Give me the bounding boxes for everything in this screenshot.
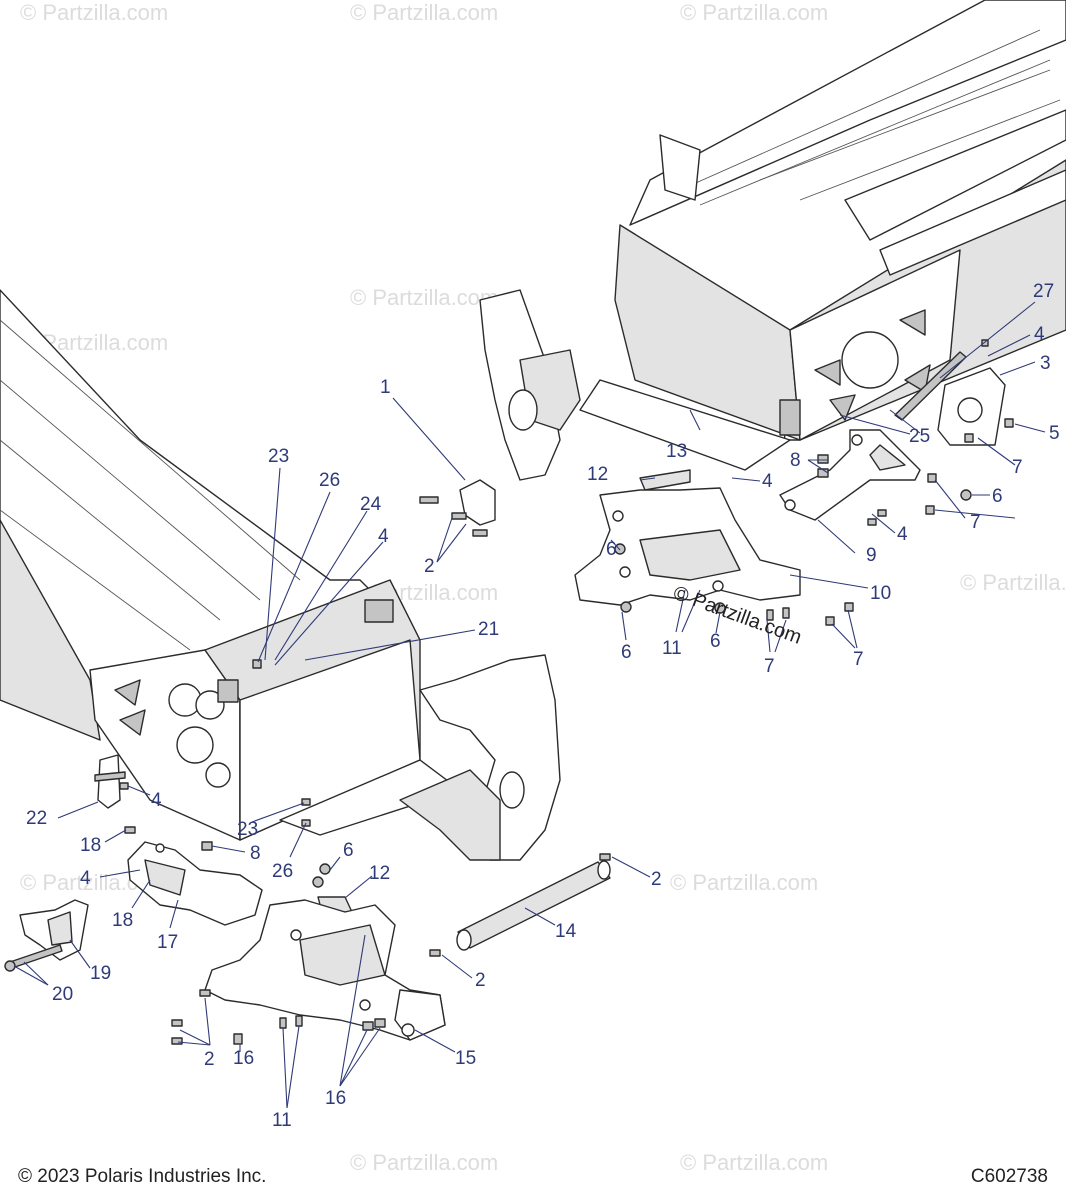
callout-22: 22 bbox=[26, 808, 47, 829]
part-bracket-17 bbox=[127, 841, 263, 926]
callout-7: 7 bbox=[853, 649, 864, 670]
callout-18: 18 bbox=[112, 910, 133, 931]
callout-16: 16 bbox=[233, 1048, 254, 1069]
callout-12: 12 bbox=[587, 464, 608, 485]
part-bracket-1 bbox=[419, 479, 496, 537]
part-bolt-20 bbox=[4, 944, 63, 972]
front-suspension-bracket-upper-left bbox=[479, 289, 581, 481]
leader-lines bbox=[13, 301, 1046, 1109]
callout-7: 7 bbox=[970, 512, 981, 533]
callout-25: 25 bbox=[909, 426, 930, 447]
watermark-text: © Partzilla.com bbox=[680, 0, 828, 25]
callout-7: 7 bbox=[764, 656, 775, 677]
part-bracket-22 bbox=[94, 754, 126, 809]
front-suspension-bracket-lower-right bbox=[399, 654, 561, 861]
watermark-text: © Partzilla.com bbox=[670, 870, 818, 895]
copyright-text: © 2023 Polaris Industries Inc. bbox=[18, 1166, 267, 1187]
callout-2: 2 bbox=[475, 970, 486, 991]
part-tube-14 bbox=[456, 860, 611, 951]
callout-11: 11 bbox=[272, 1110, 292, 1131]
callout-18: 18 bbox=[80, 835, 101, 856]
part-bulkhead-10 bbox=[574, 487, 801, 606]
fastener-group bbox=[119, 339, 1014, 1045]
callout-13: 13 bbox=[666, 441, 687, 462]
callout-10: 10 bbox=[870, 583, 891, 604]
part-arm-9 bbox=[779, 429, 921, 521]
callout-2: 2 bbox=[424, 556, 435, 577]
front-tunnel-assembly bbox=[0, 289, 461, 841]
rear-tunnel-assembly bbox=[579, 0, 1066, 471]
callout-1: 1 bbox=[380, 377, 391, 398]
callout-5: 5 bbox=[1049, 423, 1060, 444]
callout-23: 23 bbox=[237, 819, 258, 840]
callout-26: 26 bbox=[272, 861, 293, 882]
watermark-text: © Partzilla.com bbox=[960, 570, 1066, 595]
callout-26: 26 bbox=[319, 470, 340, 491]
callout-21: 21 bbox=[478, 619, 499, 640]
callout-9: 9 bbox=[866, 545, 877, 566]
callout-8: 8 bbox=[250, 843, 261, 864]
callout-6: 6 bbox=[992, 486, 1003, 507]
callout-27: 27 bbox=[1033, 281, 1054, 302]
callout-19: 19 bbox=[90, 963, 111, 984]
callout-6: 6 bbox=[343, 840, 354, 861]
part-plate-3 bbox=[937, 367, 1006, 446]
callout-4: 4 bbox=[1034, 324, 1045, 345]
callout-24: 24 bbox=[360, 494, 382, 515]
callout-23: 23 bbox=[268, 446, 289, 467]
callout-11: 11 bbox=[662, 638, 682, 659]
figure-id: C602738 bbox=[970, 1166, 1048, 1187]
callout-8: 8 bbox=[790, 450, 801, 471]
callout-17: 17 bbox=[157, 932, 178, 953]
callout-6: 6 bbox=[606, 539, 617, 560]
callout-20: 20 bbox=[52, 984, 73, 1005]
callout-6: 6 bbox=[621, 642, 632, 663]
callout-4: 4 bbox=[80, 868, 91, 889]
watermark-text: © Partzilla.com bbox=[350, 285, 498, 310]
callout-6: 6 bbox=[710, 631, 721, 652]
callout-3: 3 bbox=[1040, 353, 1051, 374]
callout-2: 2 bbox=[651, 869, 662, 890]
callout-4: 4 bbox=[762, 471, 773, 492]
callout-4: 4 bbox=[378, 526, 389, 547]
watermark-text: © Partzilla.com bbox=[20, 0, 168, 25]
watermark-text: © Partzilla.com bbox=[680, 1150, 828, 1175]
callout-2: 2 bbox=[204, 1049, 215, 1070]
callout-15: 15 bbox=[455, 1048, 476, 1069]
part-plate-12-upper bbox=[639, 469, 691, 491]
callout-14: 14 bbox=[555, 921, 577, 942]
callout-labels: 1 2 2 2 2 3 4 4 4 4 4 4 5 6 6 6 6 6 7 7 … bbox=[26, 281, 1060, 1131]
callout-4: 4 bbox=[151, 790, 162, 811]
watermark-text: © Partzilla.com bbox=[350, 0, 498, 25]
callout-7: 7 bbox=[1012, 457, 1023, 478]
watermark-text: © Partzilla.com bbox=[350, 1150, 498, 1175]
part-bulkhead-15 bbox=[204, 899, 446, 1041]
callout-16: 16 bbox=[325, 1088, 346, 1109]
callout-4: 4 bbox=[897, 524, 908, 545]
callout-12: 12 bbox=[369, 863, 390, 884]
